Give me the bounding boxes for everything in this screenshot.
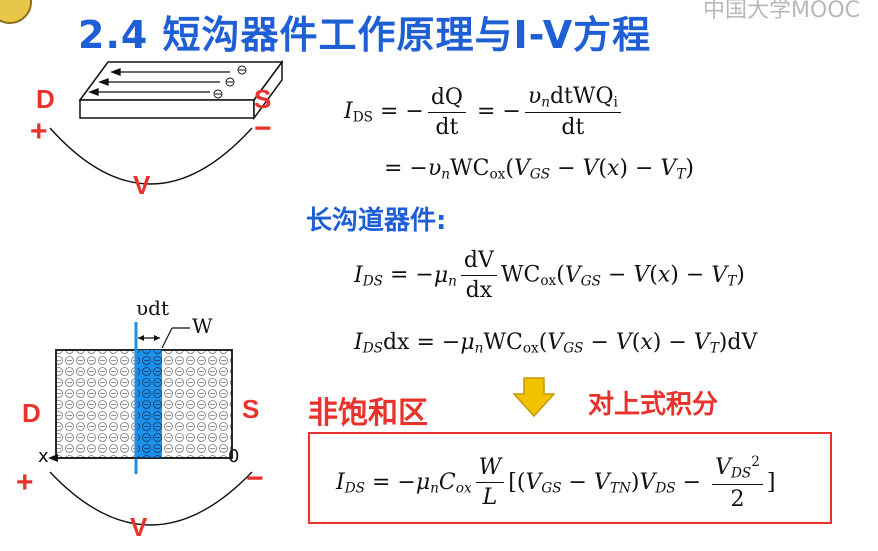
- nonsaturation-region-label: 非饱和区: [308, 396, 428, 431]
- x-axis-label: x: [38, 446, 49, 467]
- voltage-label-bottom: V: [130, 512, 148, 542]
- origin-label: 0: [228, 446, 240, 467]
- result-equation-box: [308, 432, 832, 524]
- drain-label-bottom: D: [22, 398, 41, 428]
- integrate-label: 对上式积分: [588, 390, 719, 420]
- long-channel-heading: 长沟道器件:: [306, 206, 447, 236]
- slice-width-label: υdt: [136, 296, 169, 320]
- university-logo: [0, 0, 32, 24]
- current-equation-differential: IDSdx = −μnWCox(VGS − V(x) − VT)dV: [354, 330, 758, 357]
- current-equation-velocity: = −υnWCox(VGS − V(x) − VT): [384, 156, 694, 183]
- drain-label-top: D: [36, 84, 55, 114]
- gate-width-label: W: [192, 314, 213, 338]
- mooc-watermark: 中国大学MOOC: [703, 0, 860, 23]
- slide-title: 2.4 短沟器件工作原理与I-V方程: [78, 13, 652, 57]
- plus-terminal-bottom: +: [16, 466, 34, 499]
- top-channel-diagram: [49, 59, 284, 185]
- minus-terminal-bottom: −: [246, 462, 264, 495]
- source-label-top: S: [254, 84, 272, 114]
- plus-terminal-top: +: [30, 115, 48, 148]
- channel-slice-diagram: [48, 322, 253, 526]
- source-label-bottom: S: [242, 394, 260, 424]
- down-arrow-icon: [512, 377, 556, 418]
- minus-terminal-top: −: [254, 112, 272, 145]
- voltage-label-top: V: [133, 170, 151, 200]
